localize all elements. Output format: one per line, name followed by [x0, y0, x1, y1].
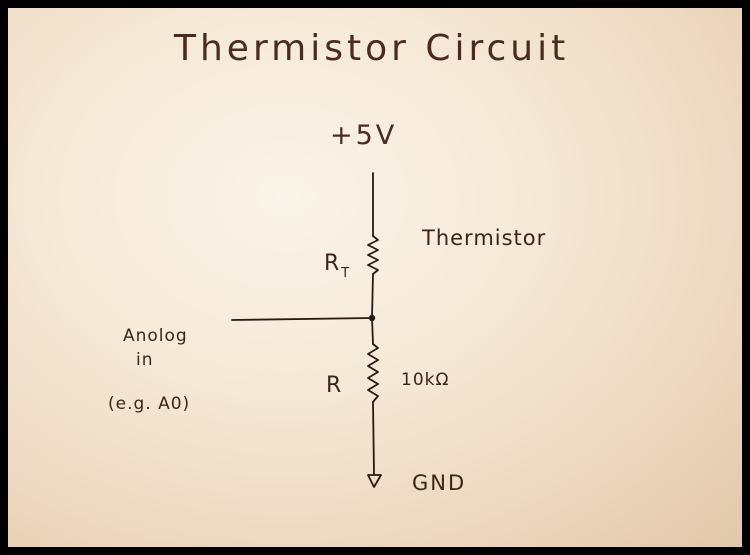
resistor-value: 10kΩ	[401, 370, 450, 390]
analog-label-line3: (e.g. A0)	[108, 394, 191, 414]
thermistor-label: Thermistor	[422, 226, 547, 250]
rt-subscript: T	[341, 266, 350, 281]
resistor-symbol	[367, 343, 379, 403]
ground-label: GND	[412, 471, 467, 495]
mid-wire-lower	[371, 317, 374, 345]
schematic-drawing	[231, 172, 382, 488]
ground-wire	[372, 401, 375, 475]
ground-symbol	[367, 474, 382, 488]
thermistor-symbol	[367, 235, 379, 275]
analog-input-wire	[231, 317, 373, 321]
resistor-label: R	[326, 373, 342, 398]
mid-wire-upper	[371, 273, 374, 319]
analog-label-line1: Anolog	[123, 326, 188, 346]
rt-symbol: R	[324, 251, 340, 276]
diagram-title: Thermistor Circuit	[174, 28, 570, 69]
supply-voltage-label: +5V	[330, 120, 398, 151]
analog-label-line2: in	[136, 350, 154, 370]
